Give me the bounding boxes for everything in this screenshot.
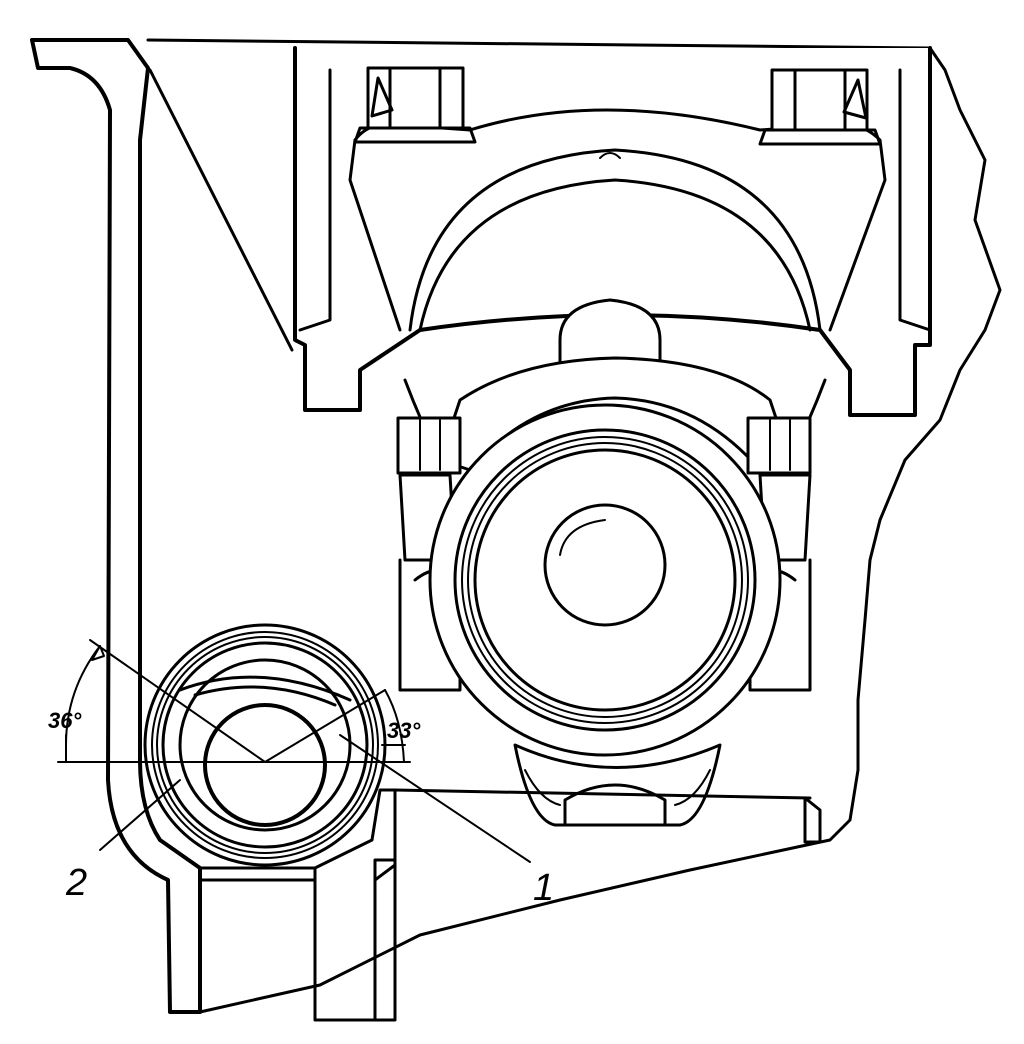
balance-shaft-housing bbox=[143, 623, 387, 867]
callout-label-1: 1 bbox=[533, 867, 554, 909]
callout-2-leader bbox=[99, 779, 181, 851]
crank-pin-assembly bbox=[428, 403, 782, 757]
angle-construction-lines bbox=[57, 639, 411, 763]
housing-bottom-flange bbox=[393, 788, 822, 844]
angle-label-33: 33° bbox=[387, 718, 420, 743]
right-cap-bolt bbox=[758, 68, 882, 146]
left-cap-bolt bbox=[353, 66, 477, 144]
crankcase-left-wall bbox=[30, 38, 932, 1014]
connecting-rod bbox=[396, 298, 827, 827]
callout-label-2: 2 bbox=[65, 862, 87, 904]
callout-1-leader bbox=[339, 734, 531, 863]
angle-label-36: 36° bbox=[48, 708, 81, 733]
lower-passage-walls bbox=[198, 788, 397, 1022]
housing-break-line bbox=[198, 46, 1002, 1014]
